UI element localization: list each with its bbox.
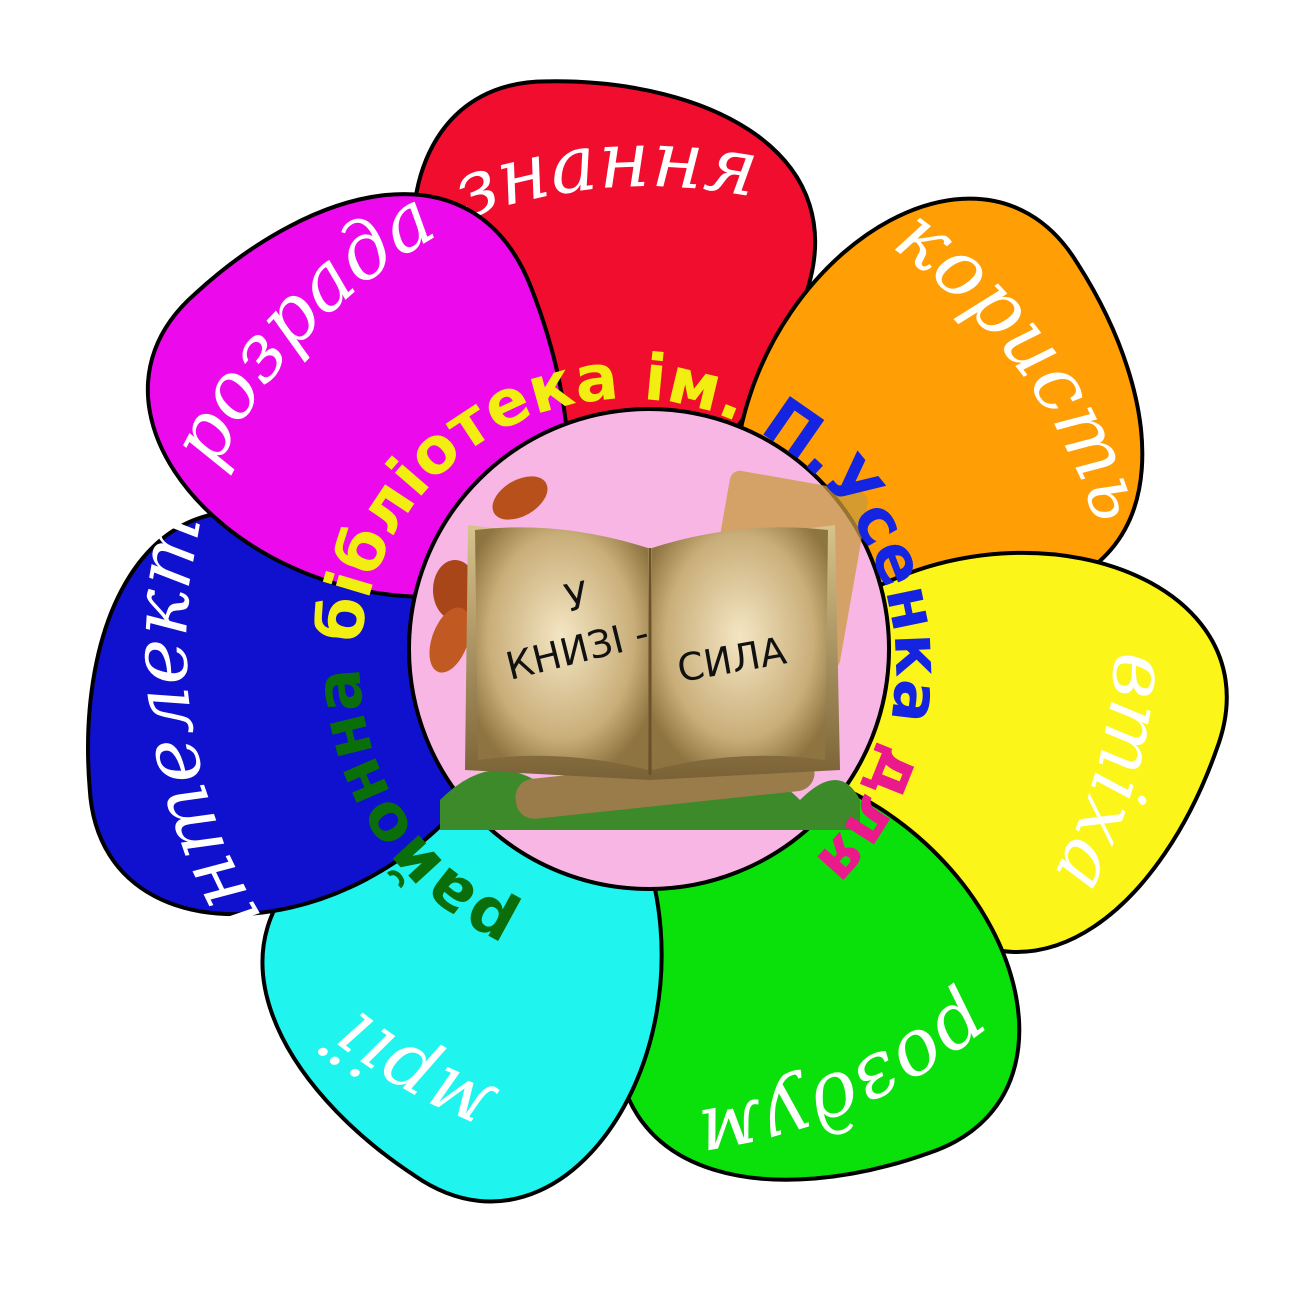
book-right-page xyxy=(652,527,828,770)
book-illustration: У КНИЗІ - СИЛА xyxy=(429,470,868,830)
leaf-icon xyxy=(429,607,471,673)
book-left-page xyxy=(475,527,648,770)
butterfly-icon xyxy=(492,476,548,520)
butterfly-icon xyxy=(433,560,477,620)
